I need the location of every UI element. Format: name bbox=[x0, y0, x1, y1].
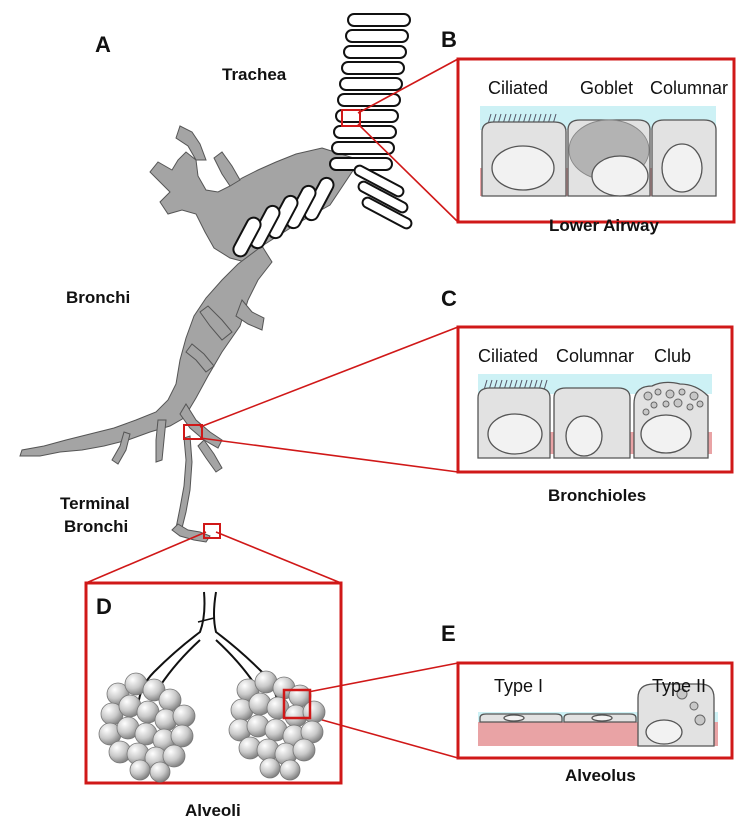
alveolus-caption: Alveolus bbox=[565, 766, 636, 785]
columnar-label: Columnar bbox=[556, 346, 634, 366]
right-alveolar-sac bbox=[229, 671, 325, 780]
goblet-label: Goblet bbox=[580, 78, 633, 98]
panel-letter-d: D bbox=[96, 594, 112, 619]
club-label: Club bbox=[654, 346, 691, 366]
panel-letter-c: C bbox=[441, 286, 457, 311]
panel-e: E Type I Type II Alveolus bbox=[441, 621, 732, 785]
panel-letter-a: A bbox=[95, 32, 111, 57]
lower-airway-caption: Lower Airway bbox=[549, 216, 659, 235]
type-i-label: Type I bbox=[494, 676, 543, 696]
panel-letter-e: E bbox=[441, 621, 456, 646]
panel-d: D bbox=[86, 583, 341, 820]
left-alveolar-sac bbox=[99, 673, 195, 782]
trachea-rings bbox=[231, 14, 413, 259]
airway-tree bbox=[20, 14, 413, 542]
ciliated-label: Ciliated bbox=[488, 78, 548, 98]
columnar-label: Columnar bbox=[650, 78, 728, 98]
alveoli-caption: Alveoli bbox=[185, 801, 241, 820]
trachea-label: Trachea bbox=[222, 65, 287, 84]
bronchi-label: Bronchi bbox=[66, 288, 130, 307]
ciliated-label: Ciliated bbox=[478, 346, 538, 366]
panel-b: B Ciliated Goblet Columnar Lower Airway bbox=[441, 27, 734, 235]
type-ii-label: Type II bbox=[652, 676, 706, 696]
terminal-bronchi-label-line1: Terminal bbox=[60, 494, 130, 513]
terminal-bronchi-label-line2: Bronchi bbox=[64, 517, 128, 536]
panel-letter-b: B bbox=[441, 27, 457, 52]
panel-c: C Ciliated Columnar Club Bronchioles bbox=[441, 286, 732, 505]
bronchioles-caption: Bronchioles bbox=[548, 486, 646, 505]
